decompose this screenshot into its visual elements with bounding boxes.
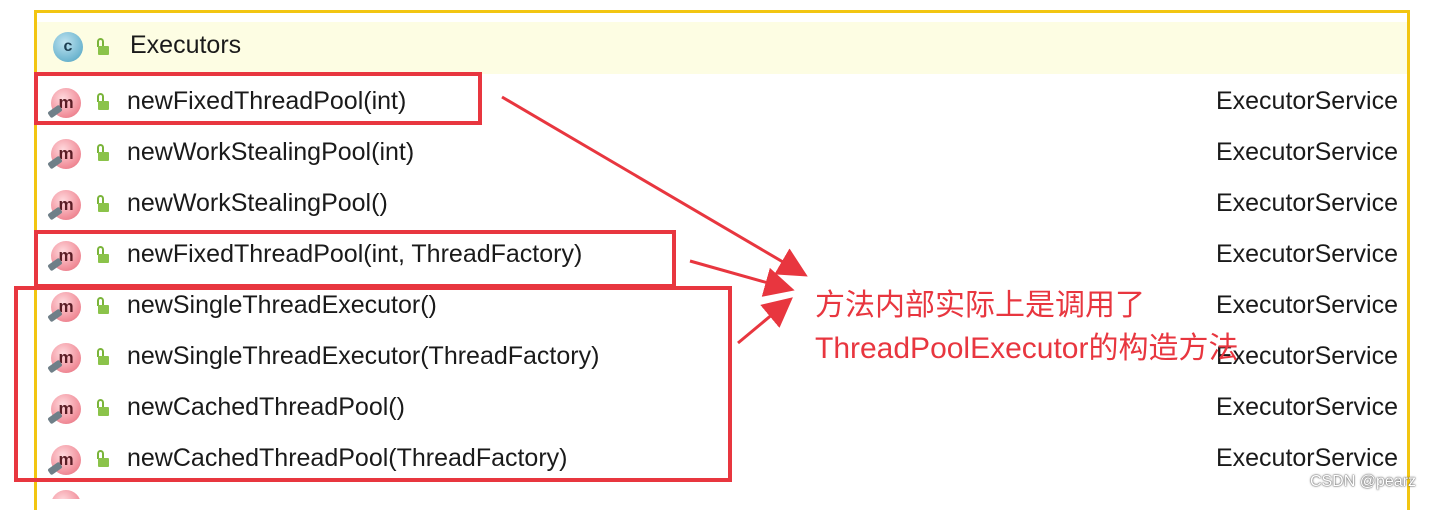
annotation-arrows xyxy=(501,95,808,345)
public-lock-icon xyxy=(95,348,109,366)
return-type: ExecutorService xyxy=(1215,240,1398,268)
method-row-partial[interactable] xyxy=(37,482,1407,499)
class-name: Executors xyxy=(130,31,242,59)
method-icon: m xyxy=(47,88,81,119)
public-lock-icon xyxy=(95,246,109,264)
method-name: newFixedThreadPool(int) xyxy=(127,87,407,115)
public-lock-icon xyxy=(95,297,109,315)
method-name: newFixedThreadPool(int, ThreadFactory) xyxy=(127,240,583,268)
class-icon: c xyxy=(53,32,83,62)
watermark: CSDN @pearz xyxy=(1309,473,1416,490)
method-icon xyxy=(51,490,81,499)
return-type: ExecutorService xyxy=(1215,342,1398,370)
method-icon: m xyxy=(47,190,81,221)
return-type: ExecutorService xyxy=(1215,87,1398,115)
method-row[interactable]: m newFixedThreadPool(int, ThreadFactory)… xyxy=(37,230,1407,281)
arrow xyxy=(737,297,793,345)
method-row[interactable]: m newWorkStealingPool() ExecutorService xyxy=(37,179,1407,230)
class-row-executors[interactable]: c Executors xyxy=(37,22,1407,74)
public-lock-icon xyxy=(95,450,109,468)
public-lock-icon xyxy=(95,93,109,111)
annotation-line-2: ThreadPoolExecutor的构造方法 xyxy=(815,332,1239,365)
annotation-line-1: 方法内部实际上是调用了 xyxy=(815,289,1145,322)
return-type: ExecutorService xyxy=(1215,138,1398,166)
public-lock-icon xyxy=(95,144,109,162)
method-icon: m xyxy=(47,445,81,476)
public-lock-icon xyxy=(95,399,109,417)
annotation-text: 方法内部实际上是调用了 ThreadPoolExecutor的构造方法 xyxy=(815,284,1239,370)
method-row[interactable]: m newSingleThreadExecutor(ThreadFactory)… xyxy=(37,332,1407,383)
method-icon: m xyxy=(47,394,81,425)
method-icon: m xyxy=(47,241,81,272)
return-type: ExecutorService xyxy=(1215,189,1398,217)
method-name: newCachedThreadPool() xyxy=(127,393,405,421)
return-type: ExecutorService xyxy=(1215,291,1398,319)
method-icon: m xyxy=(47,292,81,323)
arrow xyxy=(501,95,808,277)
highlight-box xyxy=(14,286,732,482)
method-name: newCachedThreadPool(ThreadFactory) xyxy=(127,444,568,472)
method-row[interactable]: m newCachedThreadPool(ThreadFactory) Exe… xyxy=(37,434,1407,485)
method-name: newSingleThreadExecutor(ThreadFactory) xyxy=(127,342,600,370)
highlight-box xyxy=(34,72,482,125)
public-lock-icon xyxy=(95,38,109,56)
method-icon: m xyxy=(47,343,81,374)
method-icon: m xyxy=(47,139,81,170)
method-row[interactable]: m newWorkStealingPool(int) ExecutorServi… xyxy=(37,128,1407,179)
method-row[interactable]: m newCachedThreadPool() ExecutorService xyxy=(37,383,1407,434)
method-row[interactable]: m newFixedThreadPool(int) ExecutorServic… xyxy=(37,77,1407,128)
method-name: newWorkStealingPool(int) xyxy=(127,138,415,166)
return-type: ExecutorService xyxy=(1215,393,1398,421)
arrow xyxy=(689,259,795,297)
method-row[interactable]: m newSingleThreadExecutor() ExecutorServ… xyxy=(37,281,1407,332)
structure-panel xyxy=(34,10,1410,510)
method-name: newWorkStealingPool() xyxy=(127,189,388,217)
method-name: newSingleThreadExecutor() xyxy=(127,291,437,319)
return-type: ExecutorService xyxy=(1215,444,1398,472)
public-lock-icon xyxy=(95,195,109,213)
